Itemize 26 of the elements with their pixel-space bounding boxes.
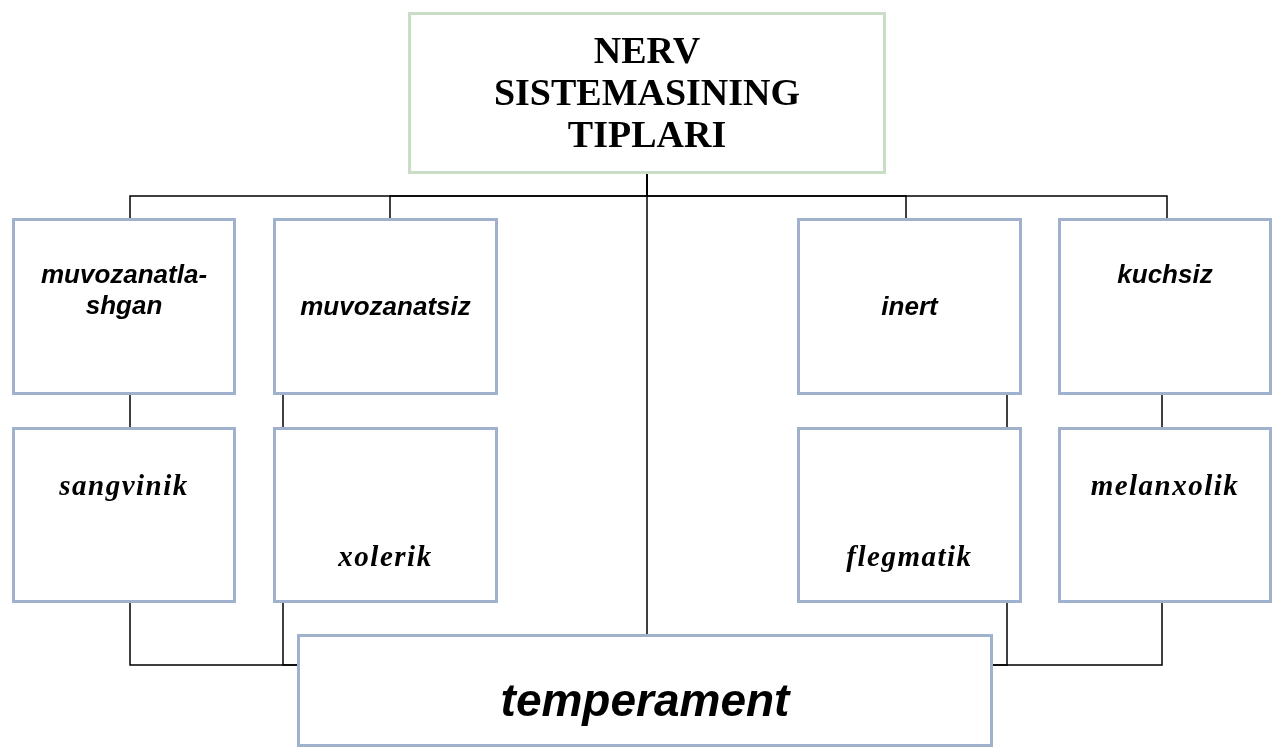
box-label: kuchsiz — [1117, 259, 1213, 291]
connector-line — [1006, 394, 1008, 428]
connector-line — [1161, 394, 1163, 428]
box-label: xolerik — [338, 539, 433, 574]
box-label: temperament — [500, 673, 790, 728]
box-label: flegmatik — [846, 539, 973, 574]
connector-line — [129, 394, 131, 428]
category-box — [797, 218, 1022, 395]
connector-line — [992, 602, 1163, 666]
category-box — [1058, 218, 1272, 395]
connector-line — [282, 394, 284, 428]
category-box — [12, 218, 236, 395]
box-label: muvozanatla-shgan — [39, 259, 209, 322]
category-box — [273, 427, 498, 603]
category-box — [1058, 427, 1272, 603]
category-box — [12, 427, 236, 603]
category-box — [797, 427, 1022, 603]
connector-line — [282, 602, 298, 666]
category-box — [273, 218, 498, 395]
box-label: melanxolik — [1090, 468, 1240, 503]
box-label: NERV SISTEMASINING TIPLARI — [492, 30, 802, 156]
box-label: sangvinik — [59, 468, 189, 503]
category-box — [297, 634, 993, 747]
title-box — [408, 12, 886, 174]
box-label: inert — [881, 290, 938, 323]
box-label: muvozanatsiz — [300, 290, 471, 323]
